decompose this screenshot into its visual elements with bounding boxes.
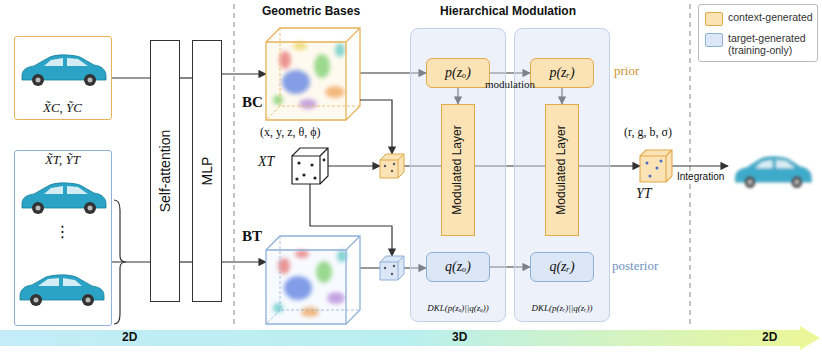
target-feature-cube [380,256,404,280]
legend-swatch [705,33,723,47]
legend-text: target-generated (training-only) [728,32,814,57]
layer-label: Modulated Layer [555,125,569,214]
target-basis-cube: BT [266,236,360,324]
kl-label: DKL(p(zₒ)||q(zₒ)) [411,303,505,313]
dimension-bar [0,326,820,350]
block-label: Self-attention [157,130,173,213]
layer-label: Modulated Layer [451,125,465,214]
legend-swatch [705,12,723,26]
flow-line [360,100,392,154]
output-cube: (r, g, b, σ)YT [640,150,672,182]
block-label: MLP [199,157,215,186]
car-image [22,55,106,86]
prior-latent-box: p(zᵣ) [530,58,594,88]
input-label: X̃C, ỸC [15,101,110,116]
query-points-cube: (x, y, z, θ, ϕ)XT [292,148,328,184]
basis-label: BC [242,94,263,111]
dimension-label: 3D [452,331,467,345]
connector [222,73,266,74]
kl-label: DKL(p(zᵣ)||q(zᵣ)) [515,303,609,313]
step-label: Integration [676,171,725,183]
flow-line [328,165,380,166]
output-label: YT [636,186,652,202]
query-dice [292,148,328,184]
bracket [114,200,126,324]
modulated-layer: Modulated Layer [545,104,579,236]
output-cube-drawing [640,150,672,182]
output-label: (r, g, b, σ) [624,126,672,140]
basis-cube-drawing [266,236,360,324]
coordinate-label: (x, y, z, θ, ϕ) [260,126,321,140]
latent-label: q(zₒ) [445,259,471,275]
posterior-latent-box: q(zₒ) [426,252,490,282]
modulation-panel: DKL(p(zₒ)||q(zₒ)) p(zₒ) Modulated Layer q(z… [410,28,506,322]
dimension-label: 2D [122,331,137,345]
car-image [20,275,104,306]
prior-latent-box: p(zₒ) [426,58,490,88]
section-divider [234,4,235,326]
self-attention-block: Self-attention [150,40,180,302]
legend-box: context-generated target-generated (train… [698,4,818,62]
basis-label: BT [242,228,262,245]
dimension-label: 2D [762,331,777,345]
edge-label: modulation [485,78,535,90]
context-feature-cube [380,154,404,178]
connector [222,261,266,262]
target-image-box: X̃T, ỸT ⋮ [14,150,112,326]
pass-line [180,261,192,262]
latent-label: p(zᵣ) [549,65,574,81]
connector [112,77,150,78]
modulated-layer: Modulated Layer [441,104,475,236]
rendered-car [736,157,812,188]
legend-text: context-generated [728,11,814,24]
flow-line [672,165,728,166]
modulation-panel: DKL(p(zᵣ)||q(zᵣ)) p(zᵣ) Modulated Layer q(z… [514,28,610,322]
query-label: XT [258,154,274,170]
posterior-latent-box: q(zᵣ) [530,252,594,282]
flow-line [310,184,392,256]
section-heading: Geometric Bases [262,5,360,19]
branch-label: posterior [612,259,658,274]
basis-cube-drawing [266,28,360,120]
mlp-block: MLP [192,40,222,302]
section-heading: Hierarchical Modulation [440,5,576,19]
ellipsis-mark: ⋮ [15,223,110,241]
latent-label: p(zₒ) [445,65,471,81]
context-basis-cube: BC [266,28,360,120]
connector [180,77,192,78]
branch-label: prior [614,64,639,79]
section-divider [690,4,691,326]
connector [112,261,150,262]
input-label: X̃T, ỸT [15,153,110,168]
latent-label: q(zᵣ) [549,259,574,275]
car-image [22,183,106,214]
context-image-box: X̃C, ỸC [14,36,112,120]
